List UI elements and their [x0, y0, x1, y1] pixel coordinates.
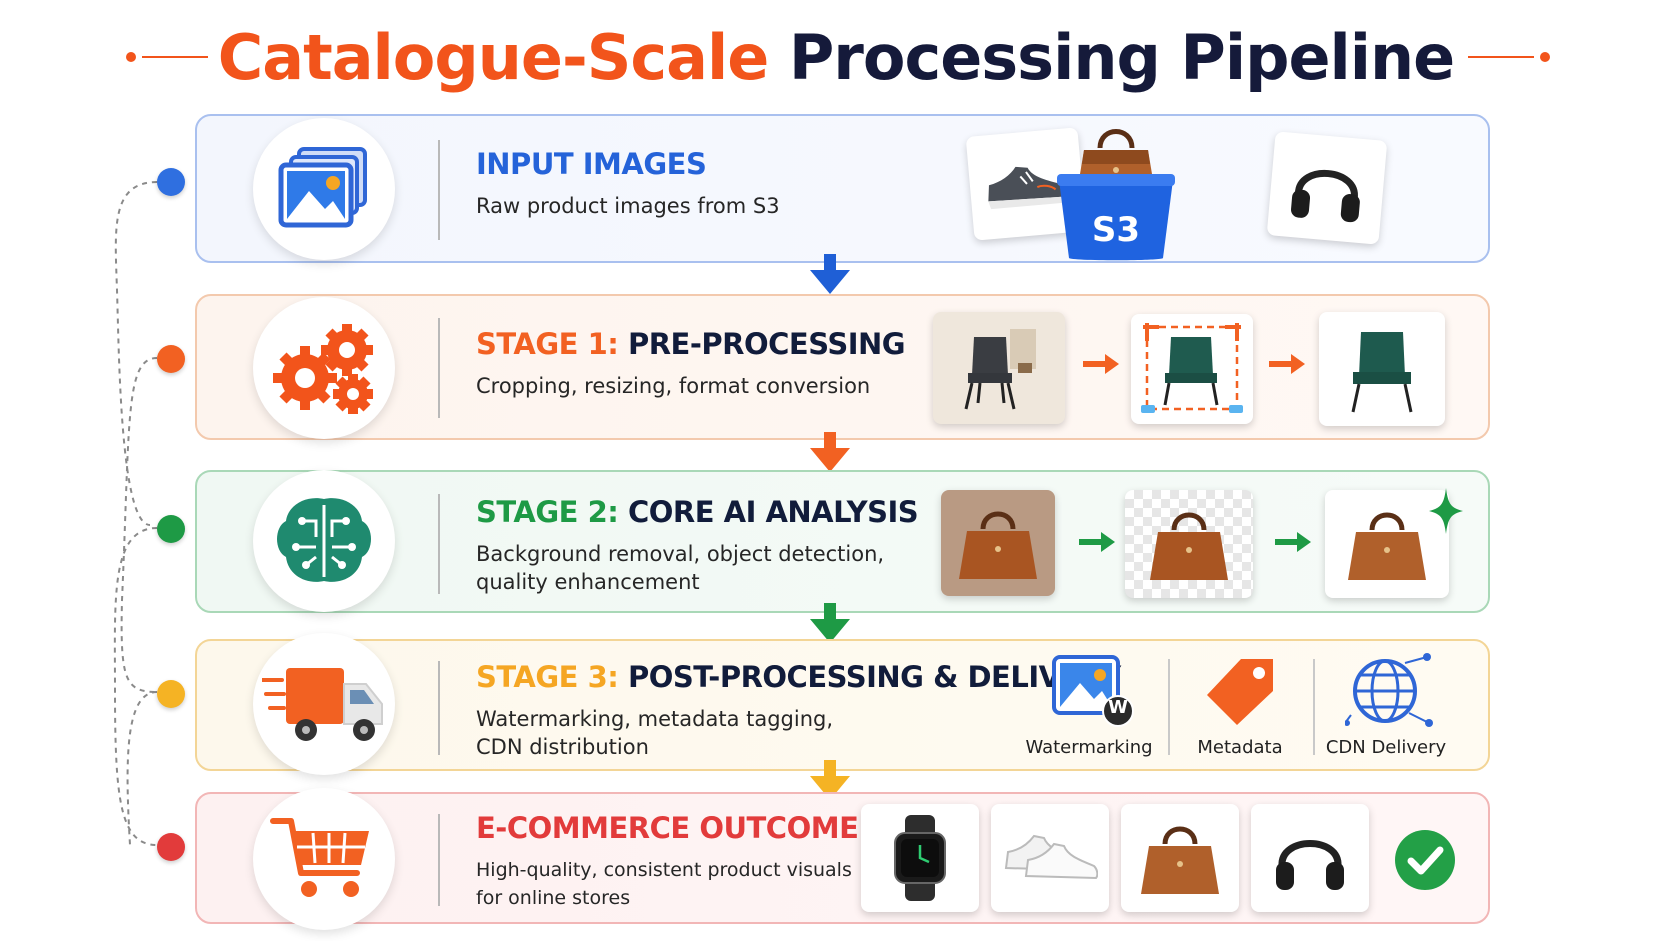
thumb-bag-enhanced	[1325, 490, 1449, 598]
side-timeline	[113, 181, 158, 846]
s3-label: S3	[1091, 210, 1141, 250]
desc-line: Background removal, object detection,	[476, 542, 885, 566]
step-arrow	[1269, 354, 1305, 374]
page-title: Catalogue-Scale Processing Pipeline	[0, 18, 1672, 98]
thumb-bag-original	[941, 490, 1055, 596]
gears-icon	[273, 324, 373, 414]
stage-description: Background removal, object detection, qu…	[476, 540, 918, 596]
crop-frame-icon	[1141, 323, 1243, 413]
stage-description: High-quality, consistent product visuals…	[476, 856, 858, 912]
stage-post-processing-delivery: STAGE 3: POST-PROCESSING & DELIVERY Wate…	[195, 633, 1490, 775]
title-decoration-left	[126, 52, 208, 62]
thumb-bag-bg-removed	[1125, 490, 1253, 598]
handbag-icon	[1141, 826, 1219, 894]
thumb-headphones	[1266, 131, 1388, 245]
timeline-dot-outcome	[157, 833, 185, 861]
step-arrow	[1083, 354, 1119, 374]
flow-arrow-4	[810, 760, 850, 800]
heading-title: POST-PROCESSING & DELIVERY	[627, 660, 1121, 694]
s3-bucket: S3	[1057, 120, 1175, 261]
chair-icon	[1351, 332, 1413, 413]
stage-heading: STAGE 2: CORE AI ANALYSIS	[476, 494, 919, 530]
sparkle-icon	[1429, 488, 1463, 534]
timeline-dot-stage1	[157, 345, 185, 373]
sneaker-icon	[988, 166, 1068, 210]
shopping-cart-icon	[270, 818, 369, 897]
chair-icon	[964, 329, 1036, 410]
timeline-dot-stage2	[157, 515, 185, 543]
stage-heading: STAGE 1: PRE-PROCESSING	[476, 326, 906, 362]
stage-heading: INPUT IMAGES	[476, 146, 780, 182]
check-circle-icon	[1395, 830, 1455, 890]
delivery-truck-icon	[262, 668, 383, 741]
sneaker-icon	[1004, 834, 1098, 880]
stage-icon-wrap	[253, 470, 395, 612]
title-highlight: Catalogue-Scale	[217, 21, 770, 94]
heading-prefix: STAGE 2:	[476, 495, 619, 529]
stage-icon-wrap	[253, 297, 395, 439]
stage-core-ai-analysis: STAGE 2: CORE AI ANALYSIS Background rem…	[195, 470, 1490, 613]
thumb-sneaker	[965, 127, 1087, 241]
stage-heading: E-COMMERCE OUTCOME	[476, 810, 859, 846]
stage-icon-wrap	[253, 118, 395, 260]
thumb-smartwatch	[861, 804, 979, 912]
desc-line: Cropping, resizing, format conversion	[476, 374, 871, 398]
thumb-white-sneakers	[991, 804, 1109, 912]
thumb-chair-final	[1319, 312, 1445, 426]
stage-icon-wrap	[253, 788, 395, 930]
timeline-dot-input	[157, 168, 185, 196]
delivery-label-cdn: CDN Delivery	[1325, 737, 1447, 758]
flow-arrow-1	[810, 254, 850, 294]
thumb-handbag	[1121, 804, 1239, 912]
stage-heading: STAGE 3: POST-PROCESSING & DELIVERY	[476, 659, 1121, 695]
stage-description: Raw product images from S3	[476, 192, 780, 220]
desc-line: Raw product images from S3	[476, 194, 780, 218]
heading-title: CORE AI ANALYSIS	[627, 495, 919, 529]
flow-arrow-3	[810, 603, 850, 643]
stage-description: Watermarking, metadata tagging, CDN dist…	[476, 705, 1121, 761]
thumb-headphones	[1251, 804, 1369, 912]
handbag-icon	[1348, 512, 1426, 580]
delivery-label-metadata: Metadata	[1197, 737, 1283, 758]
heading-prefix: STAGE 1:	[476, 327, 619, 361]
watermark-icon	[1052, 655, 1134, 727]
globe-icon	[1345, 653, 1433, 727]
timeline-dot-stage3	[157, 680, 185, 708]
stage-pre-processing: STAGE 1: PRE-PROCESSING Cropping, resizi…	[195, 294, 1490, 440]
desc-line: for online stores	[476, 887, 631, 909]
heading-prefix: INPUT IMAGES	[476, 147, 707, 181]
headphones-icon	[1276, 840, 1344, 890]
heading-title: PRE-PROCESSING	[627, 327, 906, 361]
heading-prefix: E-COMMERCE OUTCOME	[476, 811, 859, 845]
title-rest: Processing Pipeline	[788, 21, 1455, 94]
headphones-icon	[1291, 169, 1360, 223]
stage-description: Cropping, resizing, format conversion	[476, 372, 905, 400]
desc-line: CDN distribution	[476, 735, 649, 759]
desc-line: quality enhancement	[476, 570, 700, 594]
ai-brain-icon	[277, 498, 371, 582]
flow-arrow-2	[810, 432, 850, 472]
thumb-chair-cropped	[1131, 314, 1253, 424]
smartwatch-icon	[894, 815, 946, 901]
desc-line: High-quality, consistent product visuals	[476, 859, 852, 881]
handbag-icon	[1150, 512, 1228, 580]
s3-bucket-icon	[1057, 174, 1175, 261]
title-decoration-right	[1468, 52, 1550, 62]
step-arrow	[1275, 532, 1311, 552]
step-arrow	[1079, 532, 1115, 552]
stage-icon-wrap	[253, 633, 395, 775]
image-stack-icon	[278, 147, 367, 228]
tag-icon	[1207, 659, 1273, 725]
delivery-label-watermarking: Watermarking	[1025, 737, 1153, 758]
thumb-chair-raw	[933, 312, 1065, 424]
stage-input-images: INPUT IMAGES Raw product images from S3 …	[195, 114, 1490, 263]
desc-line: Watermarking, metadata tagging,	[476, 707, 834, 731]
handbag-icon	[959, 511, 1037, 579]
stage-ecommerce-outcome: E-COMMERCE OUTCOME High-quality, consist…	[195, 788, 1490, 930]
heading-prefix: STAGE 3:	[476, 660, 619, 694]
watermark-badge: W	[1108, 697, 1128, 718]
